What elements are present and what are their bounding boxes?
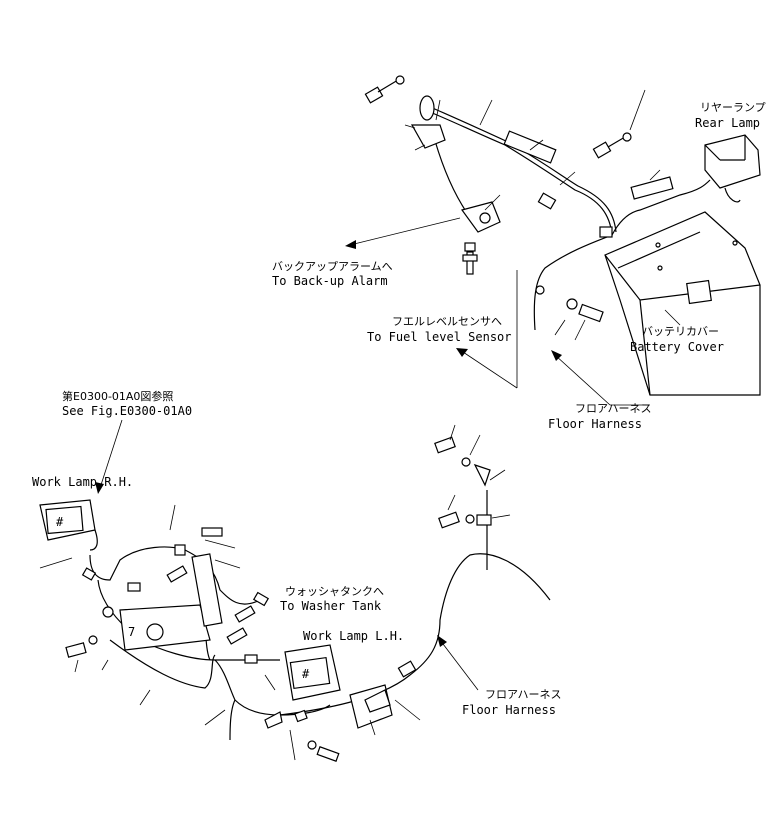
rear-lamp: [704, 134, 761, 203]
svg-text:#: #: [302, 667, 310, 681]
floor-harness-top-arrow: [554, 354, 611, 406]
floor-harness-bottom-arrow: [439, 639, 479, 691]
battery-cover-label-en: Battery Cover: [630, 340, 724, 354]
svg-text:#: #: [56, 515, 64, 529]
work-lamp-rh: #: [39, 499, 98, 551]
fuel-sensor-arrow: [459, 349, 518, 389]
rear-lamp-label-en: Rear Lamp: [695, 116, 760, 130]
cab-harness-assembly: 7: [39, 424, 551, 762]
floor-harness-bottom-label-jp: フロアハーネス: [485, 688, 562, 701]
fuel-sensor-label-jp: フエルレベルセンサへ: [392, 315, 502, 328]
backup-alarm-arrow: [349, 217, 461, 246]
battery-cover-label-jp: バッテリカバー: [642, 325, 719, 338]
work-lamp-lh: #: [284, 644, 341, 701]
floor-harness-top-label-jp: フロアハーネス: [575, 402, 652, 415]
see-fig-label-en: See Fig.E0300-01A0: [62, 404, 192, 418]
battery-cover-leader: [664, 309, 681, 326]
work-lamp-rh-label: Work Lamp R.H.: [32, 475, 133, 489]
floor-harness-top-label-en: Floor Harness: [548, 417, 642, 431]
backup-alarm-label-jp: バックアップアラームへ: [272, 260, 393, 273]
see-fig-arrow: [99, 419, 123, 489]
see-fig-label-jp: 第E0300-01A0図参照: [62, 389, 173, 403]
bolt-icon: [364, 79, 399, 104]
fuel-sensor-label-en: To Fuel level Sensor: [367, 330, 512, 344]
washer-tank-label-jp: ウォッシャタンクへ: [285, 585, 384, 598]
work-lamp-lh-label: Work Lamp L.H.: [303, 629, 404, 643]
rear-harness-assembly: [364, 75, 711, 341]
battery-cover: [604, 211, 761, 396]
floor-harness-bottom-label-en: Floor Harness: [462, 703, 556, 717]
rear-lamp-label-jp: リヤーランプ: [700, 101, 766, 114]
backup-alarm-label-en: To Back-up Alarm: [272, 274, 388, 288]
washer-tank-label-en: To Washer Tank: [280, 599, 382, 613]
callout-7: 7: [128, 625, 135, 639]
